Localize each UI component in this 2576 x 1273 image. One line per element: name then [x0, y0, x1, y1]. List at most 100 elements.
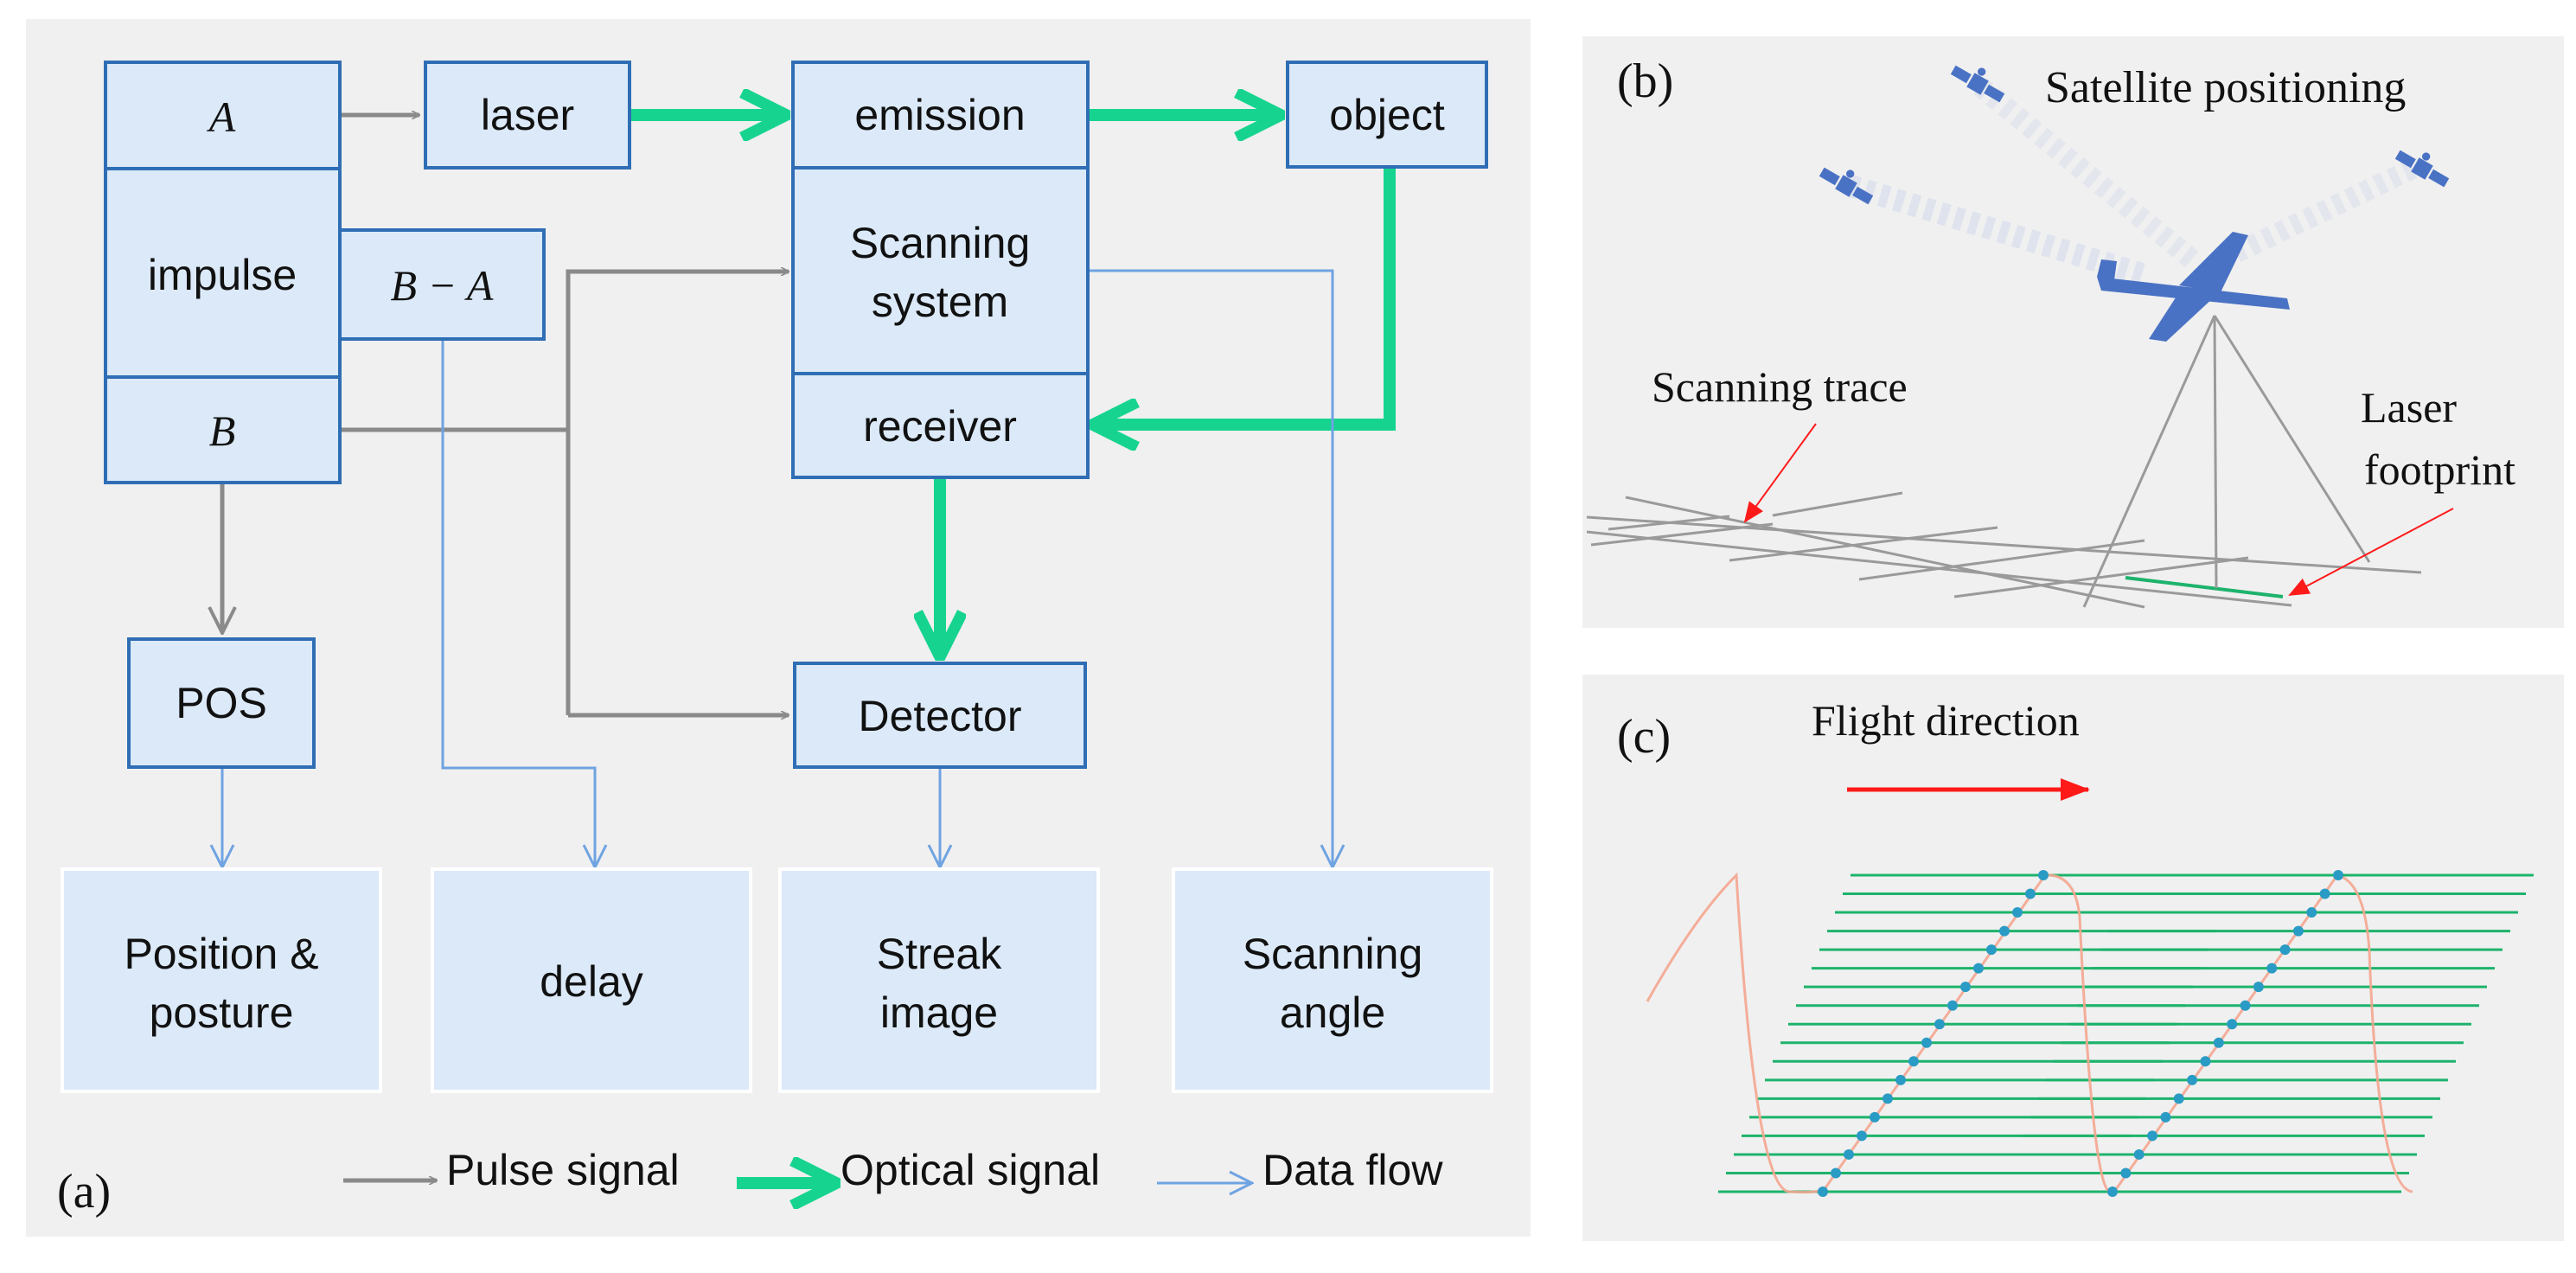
- scan-point: [1818, 1187, 1828, 1197]
- pulse-connectors: [222, 115, 789, 715]
- scan-point: [2012, 907, 2023, 918]
- panel-c-label: (c): [1617, 710, 1671, 764]
- scan-point: [2038, 870, 2049, 880]
- b-node: [104, 375, 342, 484]
- flight-direction-label: Flight direction: [1812, 696, 2080, 745]
- ground-grid: [1586, 491, 2422, 609]
- grid-line: [1953, 556, 2249, 598]
- pos-node: [127, 637, 316, 769]
- grid-line: [1772, 491, 1903, 517]
- scan-point: [1882, 1093, 1893, 1104]
- scan-point: [1999, 925, 2010, 937]
- scanning-angle-line1: Scanning: [1243, 930, 1423, 978]
- scan-point: [1844, 1148, 1854, 1160]
- delay-output: [431, 867, 752, 1093]
- scan-point: [2227, 1019, 2238, 1030]
- receiver-node-label: receiver: [863, 402, 1017, 451]
- cone-line: [2082, 315, 2216, 608]
- panel-c-background: [1582, 675, 2564, 1241]
- scan-trace-curve: [1646, 872, 2413, 1194]
- grid-line: [1858, 539, 2145, 581]
- impulse-node-label: impulse: [148, 251, 297, 299]
- outputs: Position & posture delay Streak image Sc…: [61, 867, 1493, 1093]
- b-minus-a-to-delay-arrow: [441, 339, 595, 867]
- scanning-angle-output: [1172, 867, 1493, 1093]
- panel-c: (c) Flight direction: [1582, 675, 2564, 1241]
- laser-footprint-label-line1: Laser: [2361, 383, 2457, 432]
- laser-footprint-line: [2125, 576, 2284, 598]
- scan-point: [2187, 1074, 2198, 1085]
- scanning-system-label-line1: Scanning: [850, 219, 1031, 267]
- scanning-angle-line2: angle: [1280, 988, 1385, 1037]
- scan-point: [2279, 944, 2291, 956]
- b-minus-a-node-label: B − A: [391, 261, 494, 310]
- aircraft-icon: [2097, 232, 2290, 342]
- position-posture-line1: Position &: [124, 930, 318, 978]
- panel-b-label: (b): [1617, 54, 1673, 108]
- cone-line: [2213, 315, 2218, 589]
- laser-footprint-label-line2: footprint: [2364, 445, 2515, 494]
- panel-a: A impulse B B − A laser emission Scannin…: [26, 19, 1531, 1237]
- streak-image-line1: Streak: [877, 930, 1003, 978]
- b-minus-a-node: [338, 228, 546, 341]
- scan-point: [1960, 982, 1971, 993]
- pos-node-label: POS: [176, 679, 267, 727]
- object-to-receiver-arrow: [1092, 167, 1396, 425]
- scan-point: [2306, 907, 2317, 918]
- b-node-label: B: [209, 406, 236, 455]
- scan-point: [2133, 1148, 2145, 1160]
- scan-point: [1908, 1056, 1919, 1067]
- grid-line: [1590, 522, 1774, 547]
- scanning-trace-arrow: [1743, 423, 1817, 523]
- scan-point: [2173, 1093, 2184, 1104]
- scan-point: [2292, 925, 2304, 937]
- beam-right: [2217, 159, 2418, 269]
- scanning-system-node: [791, 166, 1090, 375]
- scan-point: [1986, 944, 1997, 956]
- scan-point: [2266, 963, 2278, 974]
- scan-point: [2025, 888, 2036, 899]
- scan-point: [1857, 1130, 1867, 1142]
- panel-b: (b) Satellite positioning: [1582, 36, 2564, 628]
- scan-point: [2253, 982, 2264, 993]
- cone-line: [2213, 315, 2371, 563]
- scan-point: [2200, 1056, 2211, 1067]
- delay-label: delay: [540, 957, 643, 1006]
- position-posture-line2: posture: [150, 988, 294, 1037]
- satellite-beams: [1847, 78, 2418, 286]
- streak-image-line2: image: [880, 988, 998, 1037]
- satellite-positioning-label: Satellite positioning: [2045, 63, 2406, 112]
- scan-point: [2213, 1037, 2224, 1048]
- optical-connectors: [630, 115, 1396, 657]
- data-connectors: [222, 269, 1333, 867]
- scan-point: [2107, 1187, 2118, 1197]
- scan-point: [1831, 1167, 1841, 1179]
- scanning-trace-label: Scanning trace: [1652, 362, 1908, 411]
- legend: Pulse signal Optical signal Data flow: [343, 1146, 1443, 1194]
- a-node-label: A: [207, 93, 236, 141]
- scan-point: [2333, 870, 2343, 880]
- laser-cone: [2082, 315, 2371, 608]
- timing-block: A impulse B: [104, 61, 342, 484]
- to-scanning-system-arrow: [566, 272, 789, 715]
- legend-pulse-label: Pulse signal: [446, 1146, 680, 1194]
- grid-line: [1625, 496, 2145, 609]
- grid-line: [1608, 515, 1730, 531]
- transceiver-block: emission Scanning system receiver: [791, 61, 1090, 479]
- laser-footprint-arrow: [2288, 508, 2454, 596]
- emission-node-label: emission: [854, 91, 1025, 139]
- grid-line: [1586, 515, 2422, 574]
- position-posture-output: [61, 867, 382, 1093]
- panel-a-label: (a): [57, 1165, 111, 1219]
- scan-point: [2147, 1130, 2158, 1142]
- legend-data-label: Data flow: [1262, 1146, 1443, 1194]
- scan-point: [1921, 1037, 1932, 1048]
- scanning-system-to-angle-arrow: [1088, 269, 1333, 867]
- object-node: [1286, 61, 1488, 169]
- emission-node: [791, 61, 1090, 170]
- scan-point: [2240, 1000, 2251, 1011]
- detector-node-label: Detector: [859, 692, 1022, 740]
- laser-node-label: laser: [481, 91, 574, 139]
- scan-point: [1947, 1000, 1958, 1011]
